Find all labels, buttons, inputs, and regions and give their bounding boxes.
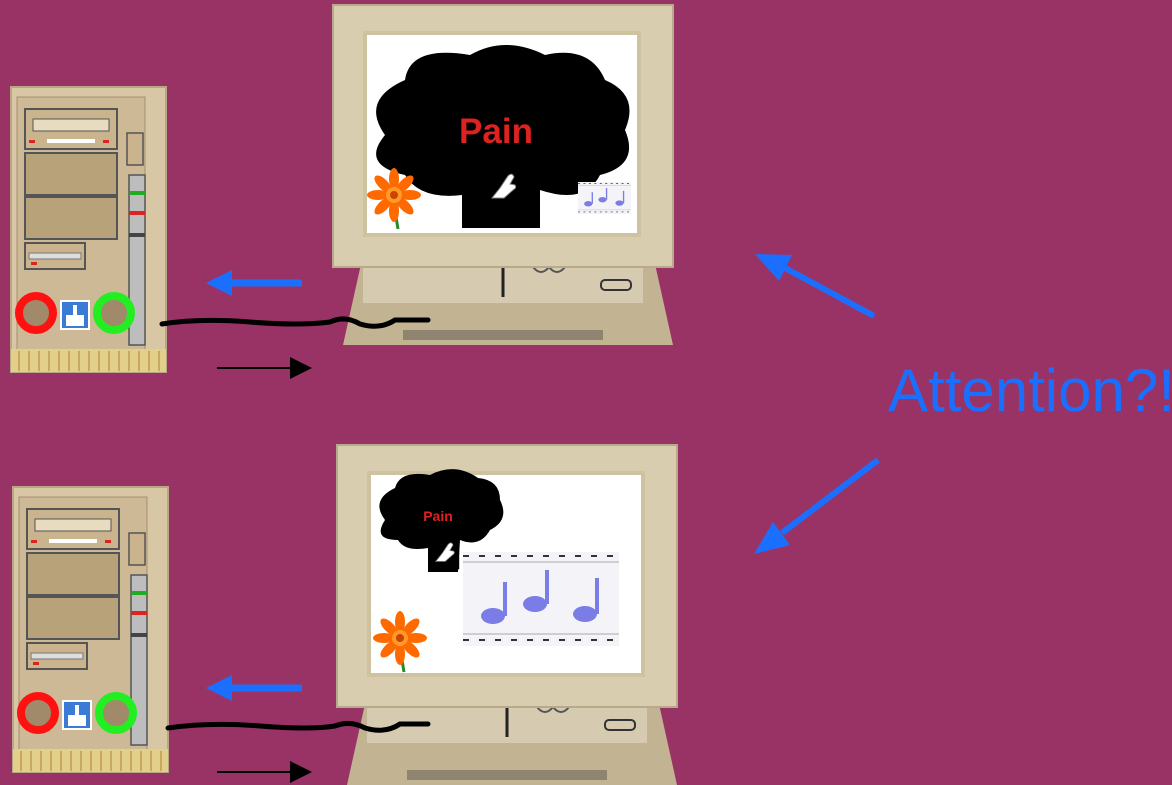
cable	[159, 316, 431, 329]
hand-icon	[427, 537, 460, 570]
hand-icon	[481, 167, 523, 209]
black-right-arrow	[217, 357, 312, 379]
music-notes-icon	[577, 181, 632, 215]
thought-cloud-icon	[376, 45, 630, 228]
attention-label: Attention?!	[888, 357, 1172, 424]
computer-tower-icon	[11, 87, 166, 372]
music-notes-icon	[462, 551, 620, 647]
pain-label: Pain	[459, 112, 533, 151]
pain-label: Pain	[423, 508, 453, 524]
blue-left-arrow	[206, 270, 302, 296]
blue-diagonal-arrow-up	[755, 254, 876, 319]
cable	[165, 720, 431, 733]
blue-diagonal-arrow-down	[754, 457, 880, 554]
thought-cloud-icon	[379, 469, 504, 572]
black-right-arrow	[217, 761, 312, 783]
computer-tower-icon	[13, 487, 168, 772]
blue-left-arrow	[206, 675, 302, 701]
